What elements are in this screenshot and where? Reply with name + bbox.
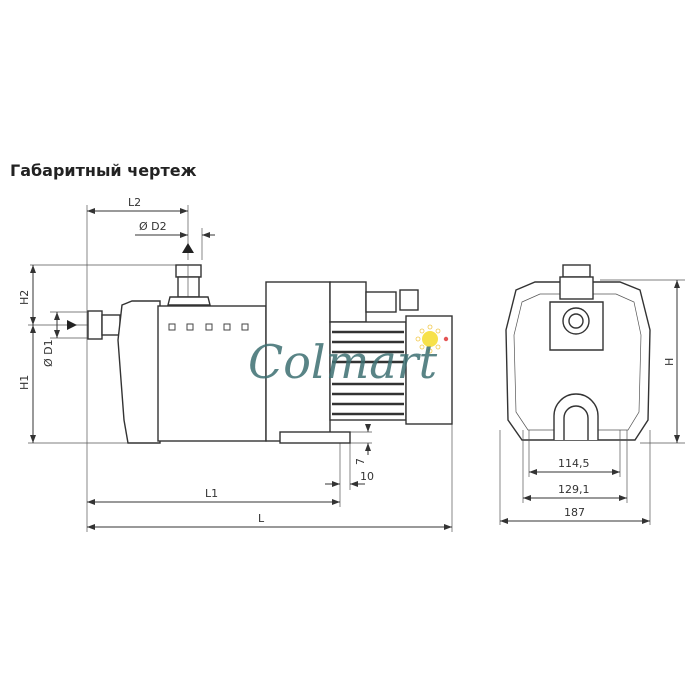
dim-label-overall-width: 187 (564, 506, 585, 519)
dim-label-d2: Ø D2 (139, 220, 167, 233)
front-view: H 114,5 129,1 187 (499, 264, 685, 525)
page-title: Габаритный чертеж (10, 161, 197, 180)
dim-label-inner-width: 114,5 (558, 457, 590, 470)
dim-label-l2: L2 (128, 196, 141, 209)
dim-label-l: L (258, 512, 265, 525)
dim-label-h1: H1 (18, 375, 31, 390)
watermark: Colmart (248, 335, 438, 389)
outlet-flow-arrow-icon (182, 243, 194, 253)
dim-label-d1: Ø D1 (42, 339, 55, 367)
dim-label-foot-offset: 10 (360, 470, 374, 483)
sun-logo-icon (415, 324, 449, 354)
inlet-flow-arrow-icon (67, 320, 77, 330)
side-view: L2 Ø D2 H2 H1 Ø D1 L1 L 7 10 (18, 196, 453, 532)
dim-label-h: H (663, 358, 676, 366)
dim-label-foot-width: 129,1 (558, 483, 590, 496)
dim-label-l1: L1 (205, 487, 218, 500)
dim-label-h2: H2 (18, 290, 31, 305)
dim-label-foot-height: 7 (354, 458, 367, 465)
